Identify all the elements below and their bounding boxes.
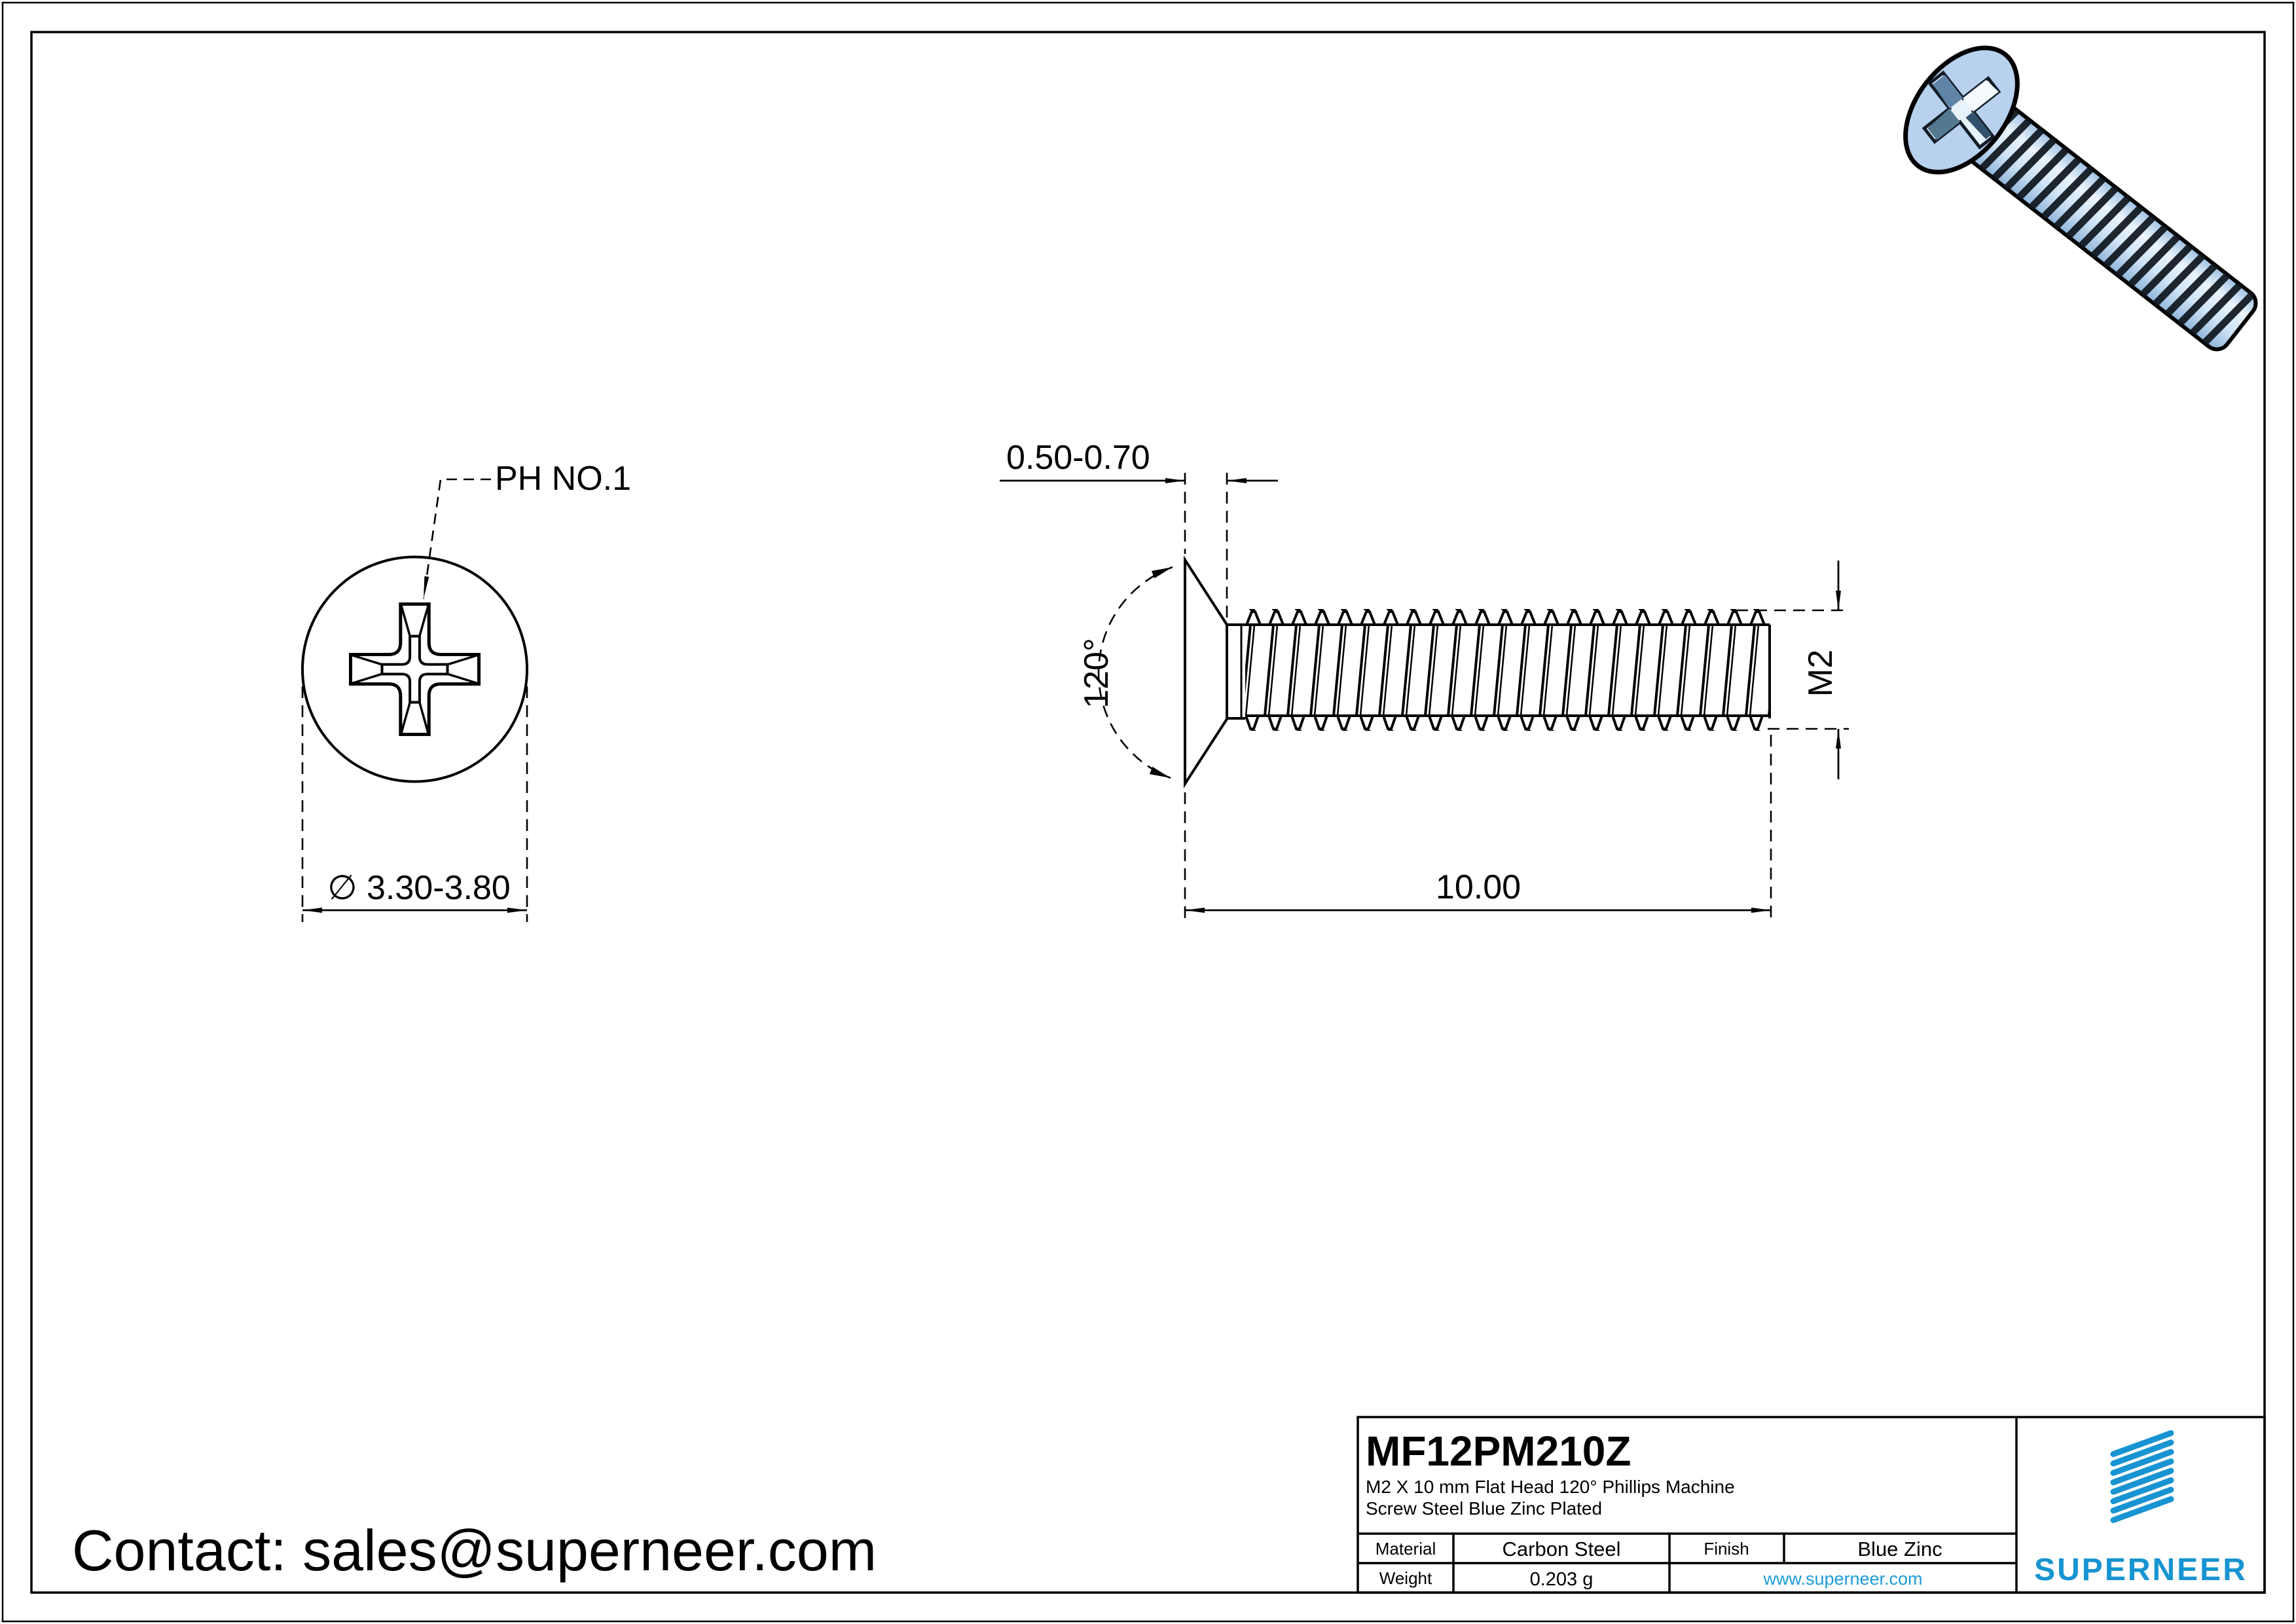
head-profile [1184,555,1228,788]
website-link: www.superneer.com [1762,1569,1922,1589]
superneer-logo-icon [2110,1430,2174,1523]
superneer-logo-text: SUPERNEER [2034,1553,2248,1587]
description-line2: Screw Steel Blue Zinc Plated [1366,1498,1602,1519]
weight-label: Weight [1379,1568,1432,1588]
material-value: Carbon Steel [1503,1538,1621,1560]
description-line1: M2 X 10 mm Flat Head 120° Phillips Machi… [1366,1477,1735,1497]
title-block: MF12PM210Z M2 X 10 mm Flat Head 120° Phi… [1357,1416,2266,1594]
recess-highlight [1963,80,1999,112]
head-angle-text: 120° [1078,638,1116,709]
title-block-gridlines [1358,1417,2018,1593]
material-label: Material [1376,1539,1436,1559]
title-block-border [1357,1416,2266,1594]
arc-arrow-bottom [1149,766,1171,778]
head-height-extensions [1184,473,1228,621]
thread-dia-text: M2 [1802,650,1840,697]
finish-value: Blue Zinc [1857,1538,1942,1560]
diameter-extension-lines [301,686,528,922]
screw-3d-render [1903,45,2258,352]
inner-page-frame [30,31,2266,1594]
thread-dia-extensions [1736,609,1849,730]
phillips-taper-lines [351,605,479,733]
weight-value: 0.203 g [1530,1569,1594,1590]
side-view-screw: 120° 0.50-0.70 M2 10.00 [1000,439,1849,918]
top-view-head: ∅ 3.30-3.80 PH NO.1 [301,460,631,922]
head-angle-arc [1097,566,1173,779]
screw-3d-threads [1966,108,2255,346]
phillips-cross-outer [349,602,481,736]
contact-line: Contact: sales@superneer.com [72,1518,877,1583]
ph-leader-label: PH NO.1 [495,460,631,498]
screw-3d-shaft [1964,102,2258,352]
length-extensions [1184,735,1772,918]
recess-shadow-right [1965,111,1992,139]
part-number: MF12PM210Z [1366,1428,1631,1475]
head-height-text: 0.50-0.70 [1006,439,1150,477]
finish-label: Finish [1704,1539,1749,1559]
arc-arrow-top [1151,567,1173,579]
thread-neck [1227,625,1245,718]
thread-pattern [1245,609,1770,731]
length-dimension-text: 10.00 [1436,868,1521,906]
screw-3d-recess [1922,70,2001,150]
recess-shadow-bottom [1927,108,1960,140]
diameter-dimension-text: ∅ 3.30-3.80 [327,869,510,907]
recess-shadow-left [1933,75,1963,109]
